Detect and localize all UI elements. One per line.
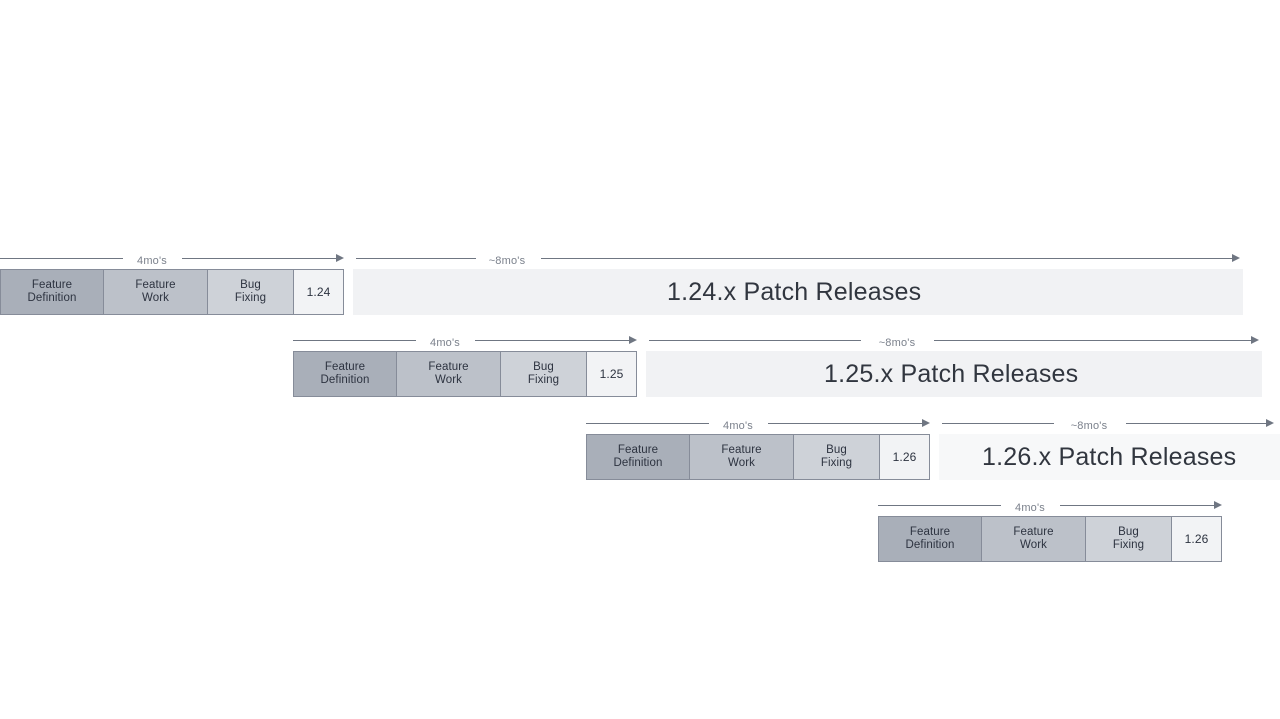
- phase-label-line2: Fixing: [1112, 539, 1145, 551]
- dim-rule-right: [1060, 505, 1215, 506]
- phase-feature-definition[interactable]: Feature Definition: [0, 269, 103, 315]
- patch-release-label: 1.24.x Patch Releases: [667, 277, 922, 306]
- arrow-head-icon: [629, 336, 637, 344]
- phase-label-line1: Bug: [240, 279, 261, 291]
- dim-rule-left: [586, 423, 709, 424]
- patch-duration-label: ~8mo's: [1070, 420, 1108, 432]
- phase-boxes-next: Feature Definition Feature Work Bug Fixi…: [878, 516, 1222, 562]
- phase-bug-fixing[interactable]: Bug Fixing: [1085, 516, 1171, 562]
- patch-duration-label: ~8mo's: [488, 255, 526, 267]
- dev-duration-label: 4mo's: [430, 337, 460, 349]
- dev-duration-arrow-1-25: 4mo's: [293, 329, 638, 351]
- dev-duration-label: 4mo's: [1015, 502, 1045, 514]
- patch-release-band-1-24: 1.24.x Patch Releases: [353, 269, 1243, 315]
- phase-label-line1: Feature: [1013, 526, 1054, 538]
- phase-label-line2: Definition: [905, 539, 955, 551]
- phase-boxes-1-24: Feature Definition Feature Work Bug Fixi…: [0, 269, 344, 315]
- dim-rule-right: [1126, 423, 1268, 424]
- phase-version-release[interactable]: 1.26: [879, 434, 930, 480]
- patch-release-label: 1.26.x Patch Releases: [982, 442, 1237, 471]
- phase-feature-definition[interactable]: Feature Definition: [293, 351, 396, 397]
- patch-duration-arrow-1-26: ~8mo's: [942, 412, 1276, 434]
- phase-label-line1: Feature: [721, 444, 762, 456]
- phase-bug-fixing[interactable]: Bug Fixing: [500, 351, 586, 397]
- patch-duration-arrow-1-25: ~8mo's: [649, 329, 1262, 351]
- phase-feature-work[interactable]: Feature Work: [689, 434, 793, 480]
- phase-feature-definition[interactable]: Feature Definition: [878, 516, 981, 562]
- phase-label-line2: Work: [727, 457, 756, 469]
- phase-bug-fixing[interactable]: Bug Fixing: [207, 269, 293, 315]
- dim-rule-right: [768, 423, 923, 424]
- arrow-head-icon: [1251, 336, 1259, 344]
- arrow-head-icon: [1214, 501, 1222, 509]
- phase-label-line1: Feature: [324, 361, 366, 373]
- phase-label-line2: Work: [141, 292, 170, 304]
- dim-rule-left: [0, 258, 123, 259]
- dev-duration-label: 4mo's: [723, 420, 753, 432]
- phase-label-line2: Definition: [613, 457, 663, 469]
- dev-duration-label: 4mo's: [137, 255, 167, 267]
- arrow-head-icon: [1266, 419, 1274, 427]
- arrow-head-icon: [1232, 254, 1240, 262]
- phase-label-line1: Feature: [428, 361, 469, 373]
- phase-label-line1: Feature: [909, 526, 951, 538]
- phase-bug-fixing[interactable]: Bug Fixing: [793, 434, 879, 480]
- dim-rule-left: [942, 423, 1054, 424]
- phase-feature-work[interactable]: Feature Work: [103, 269, 207, 315]
- phase-label-line1: Feature: [617, 444, 659, 456]
- phase-label-line2: Fixing: [527, 374, 560, 386]
- dim-rule-left: [878, 505, 1001, 506]
- phase-version-release[interactable]: 1.25: [586, 351, 637, 397]
- phase-boxes-1-26: Feature Definition Feature Work Bug Fixi…: [586, 434, 930, 480]
- patch-duration-label: ~8mo's: [878, 337, 916, 349]
- patch-release-label: 1.25.x Patch Releases: [824, 359, 1079, 388]
- phase-label-line1: Feature: [31, 279, 73, 291]
- phase-label-line2: Definition: [27, 292, 77, 304]
- patch-release-band-1-25: 1.25.x Patch Releases: [646, 351, 1262, 397]
- phase-version-release[interactable]: 1.24: [293, 269, 344, 315]
- phase-label-line1: Bug: [1118, 526, 1139, 538]
- phase-label-line1: Bug: [533, 361, 554, 373]
- phase-version-release[interactable]: 1.26: [1171, 516, 1222, 562]
- phase-boxes-1-25: Feature Definition Feature Work Bug Fixi…: [293, 351, 637, 397]
- dev-duration-arrow-1-26: 4mo's: [586, 412, 931, 434]
- patch-release-band-1-26: 1.26.x Patch Releases: [939, 434, 1280, 480]
- phase-label-line2: Work: [1019, 539, 1048, 551]
- patch-duration-arrow-1-24: ~8mo's: [356, 247, 1243, 269]
- phase-feature-work[interactable]: Feature Work: [396, 351, 500, 397]
- phase-label-line2: Fixing: [820, 457, 853, 469]
- dim-rule-left: [649, 340, 861, 341]
- dim-rule-left: [356, 258, 476, 259]
- dim-rule-right: [182, 258, 337, 259]
- dev-duration-arrow-1-24: 4mo's: [0, 247, 345, 269]
- dim-rule-right: [475, 340, 630, 341]
- phase-feature-work[interactable]: Feature Work: [981, 516, 1085, 562]
- dim-rule-left: [293, 340, 416, 341]
- arrow-head-icon: [922, 419, 930, 427]
- dim-rule-right: [541, 258, 1235, 259]
- phase-label-line1: Feature: [135, 279, 176, 291]
- phase-label-line1: Bug: [826, 444, 847, 456]
- phase-label-line2: Fixing: [234, 292, 267, 304]
- dim-rule-right: [934, 340, 1254, 341]
- arrow-head-icon: [336, 254, 344, 262]
- phase-label-line2: Definition: [320, 374, 370, 386]
- phase-feature-definition[interactable]: Feature Definition: [586, 434, 689, 480]
- phase-label-line2: Work: [434, 374, 463, 386]
- dev-duration-arrow-next: 4mo's: [878, 494, 1223, 516]
